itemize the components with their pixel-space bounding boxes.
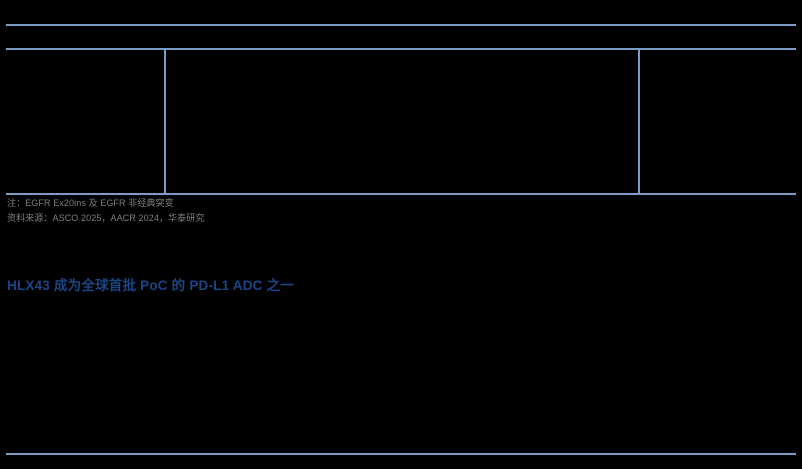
footnote-note: 注：EGFR Ex20ins 及 EGFR 非经典突变 [7, 198, 174, 208]
table-body-cell-1 [6, 50, 164, 193]
table-body-cell-3 [640, 50, 796, 193]
table-body-cell-2 [166, 50, 638, 193]
exhibit-table [6, 24, 796, 195]
page-footer-rule [6, 453, 796, 455]
footnote-source: 资料来源：ASCO 2025，AACR 2024，华泰研究 [7, 213, 205, 223]
exhibit-footnotes: 注：EGFR Ex20ins 及 EGFR 非经典突变 资料来源：ASCO 20… [7, 196, 607, 226]
page-footer-text [7, 457, 796, 468]
table-bottom-rule [6, 193, 796, 195]
table-header-rule [6, 48, 796, 50]
section-heading: HLX43 成为全球首批 PoC 的 PD-L1 ADC 之一 [7, 278, 294, 294]
section-body-text [7, 292, 796, 452]
table-column-divider-2 [638, 49, 640, 194]
table-top-rule [6, 24, 796, 26]
table-column-divider-1 [164, 49, 166, 194]
table-header-row [6, 26, 796, 48]
